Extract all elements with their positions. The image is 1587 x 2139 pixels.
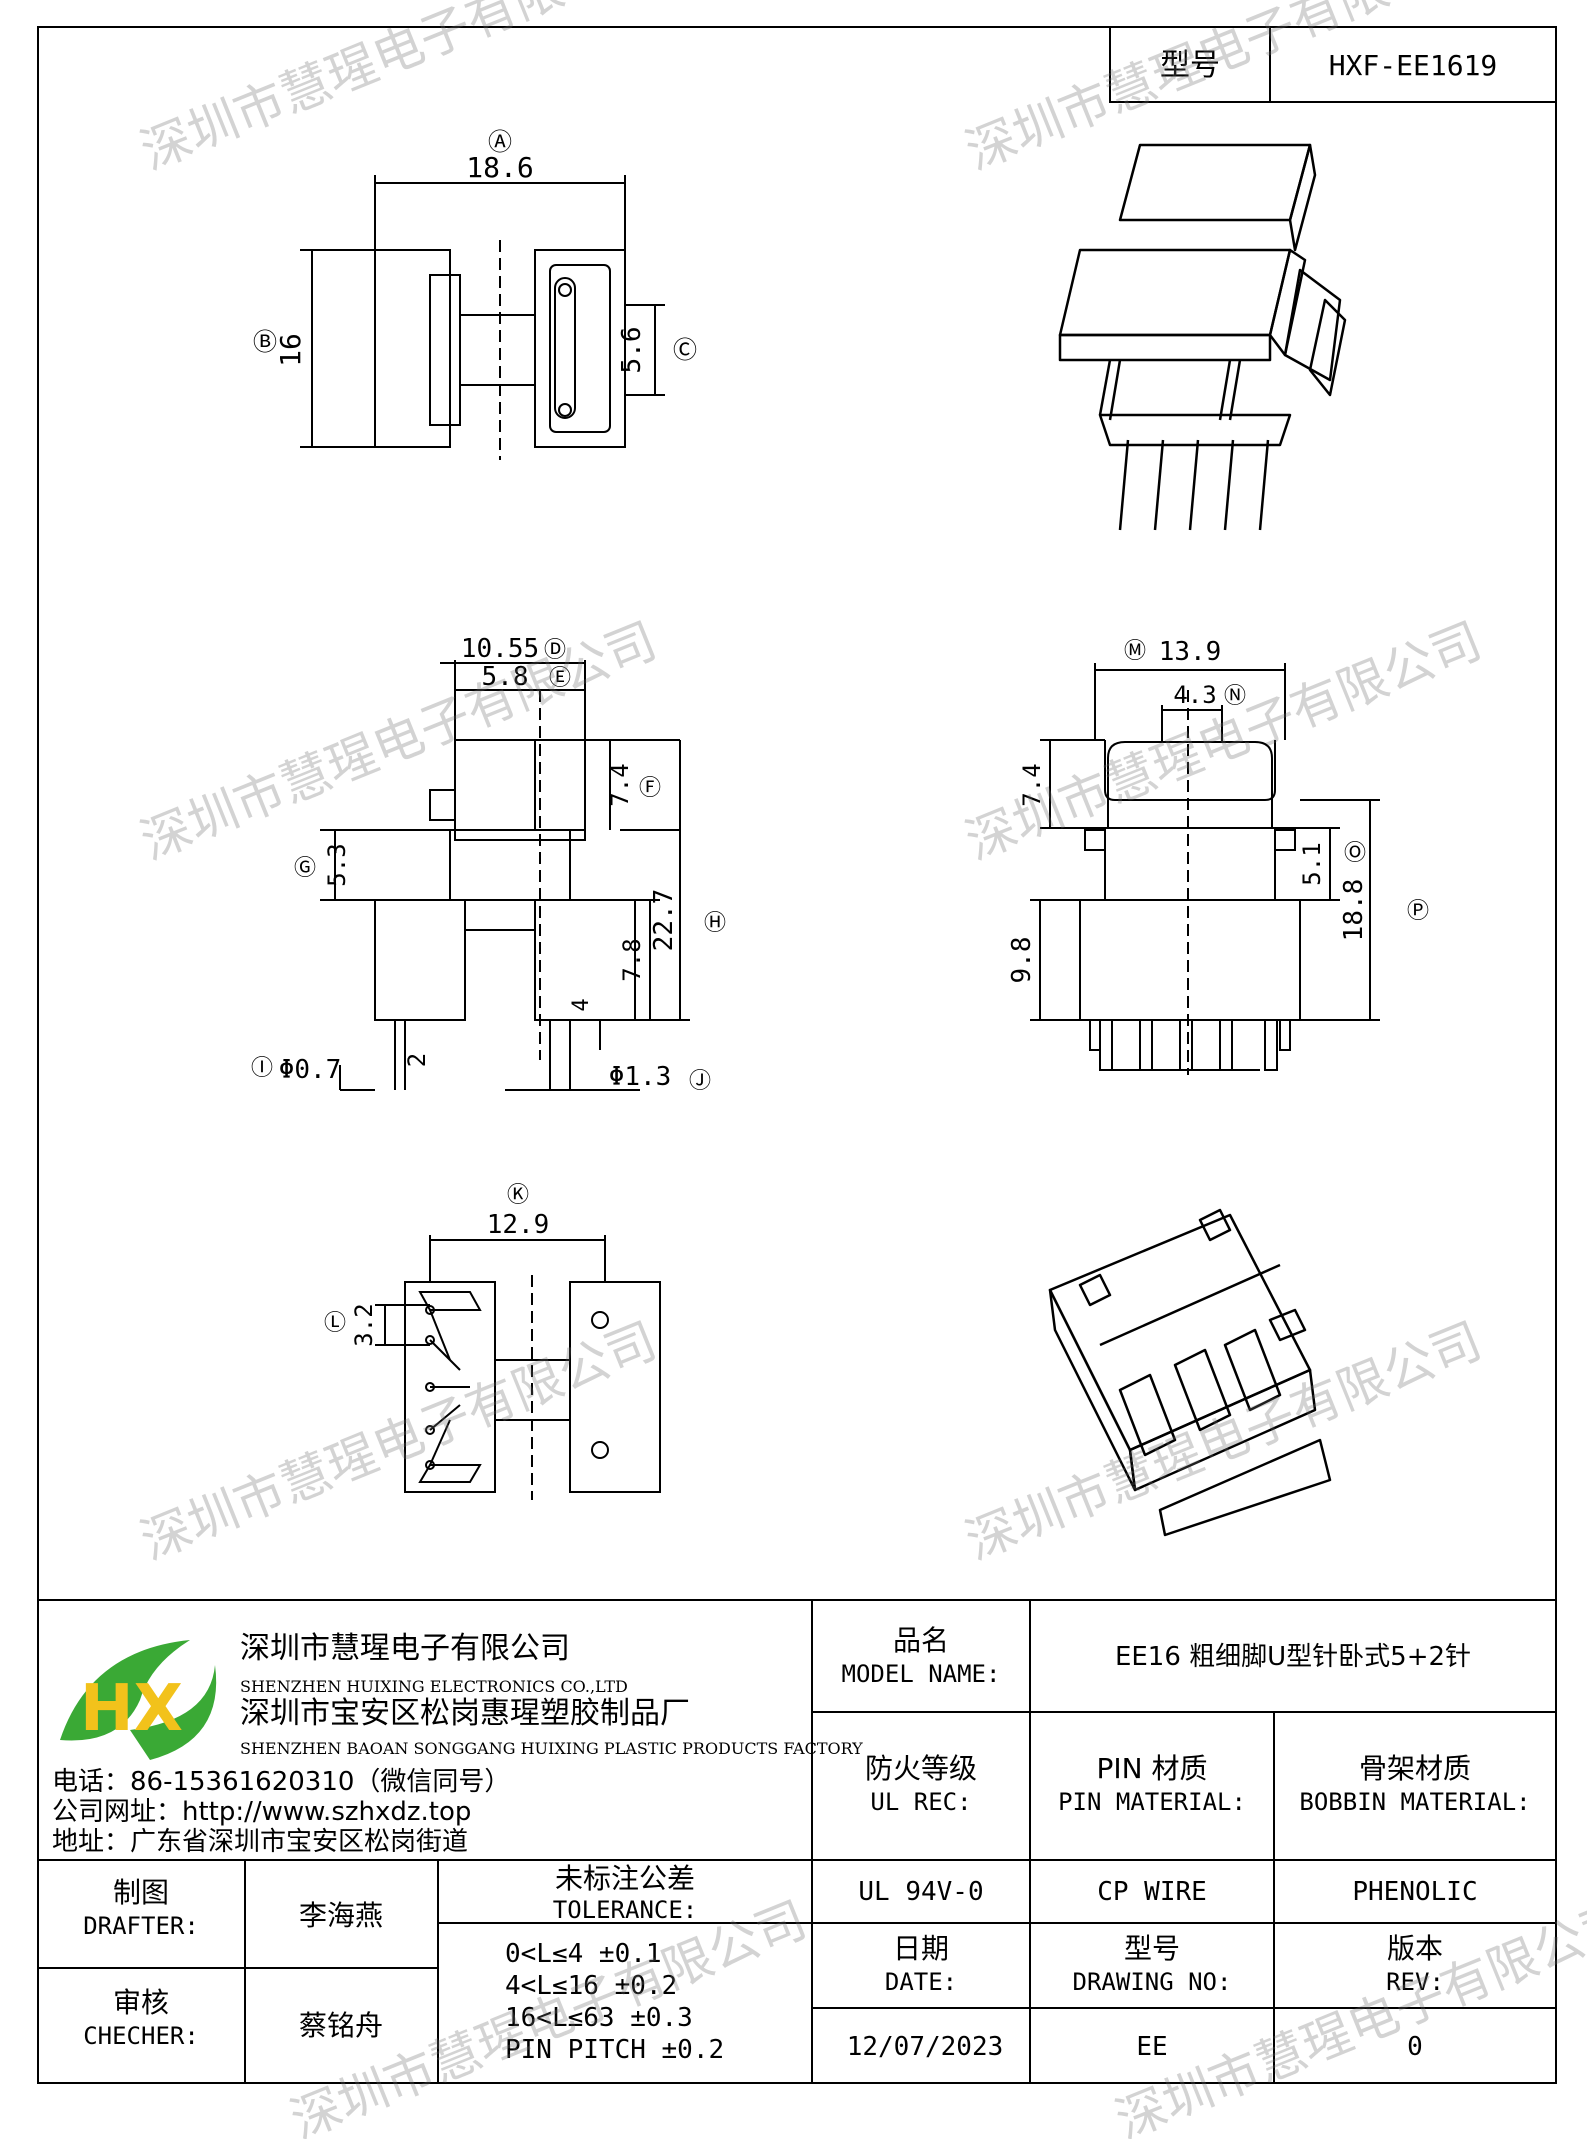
date-cn: 日期 (893, 1932, 949, 1965)
dim-Q-value: 7.4 (1018, 763, 1046, 806)
company-phone: 电话：86-15361620310（微信同号） (52, 1767, 510, 1797)
dim-A-value: 18.6 (466, 151, 533, 184)
dim-C-marker: Ⓒ (673, 336, 697, 364)
dim-B-marker: Ⓑ (253, 328, 277, 356)
factory-name-cn: 深圳市宝安区松岗惠瑆塑胶制品厂 (240, 1696, 690, 1731)
drawing-no-value: EE (1136, 2032, 1167, 2062)
tolerance-line-1: 0<L≤4 ±0.1 (505, 1939, 662, 1969)
model-name-cn: 品名 (893, 1624, 949, 1657)
dim-E-marker: Ⓔ (549, 666, 571, 691)
dim-M-marker: Ⓜ (1124, 639, 1146, 664)
dim-F-marker: Ⓕ (639, 776, 661, 801)
dim-A-marker: Ⓐ (488, 128, 512, 156)
dim-O-value: 5.1 (1298, 842, 1326, 885)
dim-L-value: 3.2 (350, 1303, 378, 1346)
drawing-no-cn: 型号 (1124, 1932, 1180, 1965)
view-bottom (375, 1235, 661, 1500)
dim-K-marker: Ⓚ (507, 1183, 529, 1208)
ul-rec-cn: 防火等级 (865, 1752, 977, 1785)
header-model-value: HXF-EE1619 (1329, 49, 1498, 82)
ul-rec-en: UL REC: (870, 1788, 971, 1816)
dim-H-marker: Ⓗ (704, 911, 726, 936)
dim-O-marker: Ⓞ (1344, 841, 1366, 866)
rev-en: REV: (1386, 1968, 1444, 1996)
pin-material-cn: PIN 材质 (1097, 1752, 1208, 1785)
rev-cn: 版本 (1387, 1932, 1443, 1965)
dim-G-value: 5.3 (323, 843, 351, 886)
drafter-cn: 制图 (113, 1876, 169, 1909)
drafter-en: DRAFTER: (83, 1912, 199, 1940)
dim-base-value: 9.8 (1007, 937, 1037, 984)
company-address: 地址：广东省深圳市宝安区松岗街道 (52, 1827, 468, 1857)
dim-J-marker: Ⓙ (689, 1069, 711, 1094)
dim-L-marker: Ⓛ (324, 1311, 346, 1336)
drafter-name: 李海燕 (299, 1899, 383, 1932)
dim-C-value: 5.6 (617, 327, 647, 374)
model-name-en: MODEL NAME: (842, 1660, 1001, 1688)
watermark: 深圳市慧瑆电子有限公司 (958, 1311, 1490, 1571)
tolerance-en: TOLERANCE: (553, 1896, 698, 1924)
dim-H-value: 22.7 (649, 889, 679, 952)
rev-value: 0 (1407, 2032, 1423, 2062)
dim-F-value: 7.4 (606, 763, 634, 806)
view-front-right (1030, 663, 1380, 1075)
dim-H2-value: 7.8 (618, 938, 646, 981)
dim-J-value: Φ1.3 (609, 1062, 672, 1092)
company-logo: HX (60, 1640, 217, 1760)
title-block-grid (38, 1599, 1556, 2083)
bobbin-material-en: BOBBIN MATERIAL: (1299, 1788, 1530, 1816)
dim-N-value: 4.3 (1173, 681, 1216, 709)
company-website: 公司网址：http://www.szhxdz.top (52, 1797, 471, 1827)
header-box (1109, 26, 1557, 103)
dim-small-value: 4 (569, 998, 594, 1011)
checker-name: 蔡铭舟 (299, 2009, 383, 2042)
watermark: 深圳市慧瑆电子有限公司 (1108, 1890, 1587, 2139)
tolerance-line-2: 4<L≤16 ±0.2 (505, 1971, 677, 2001)
sheet-border (37, 26, 1557, 2084)
watermark: 深圳市慧瑆电子有限公司 (958, 611, 1490, 871)
logo-text: HX (80, 1672, 183, 1746)
dim-E-value: 5.8 (482, 662, 529, 692)
dim-P-value: 18.8 (1339, 879, 1369, 942)
dim-D-marker: Ⓓ (544, 638, 566, 663)
dim-P-marker: Ⓟ (1407, 899, 1429, 924)
dim-B-value: 16 (274, 333, 307, 367)
tolerance-line-4: PIN PITCH ±0.2 (505, 2035, 724, 2065)
drawing-no-en: DRAWING NO: (1073, 1968, 1232, 1996)
tolerance-cn: 未标注公差 (555, 1862, 695, 1895)
dim-N-marker: Ⓝ (1224, 684, 1246, 709)
view-iso-top (1058, 143, 1347, 531)
pin-value: CP WIRE (1097, 1877, 1207, 1907)
checker-cn: 审核 (113, 1986, 169, 2019)
header-model-label: 型号 (1160, 48, 1220, 83)
company-name-en: SHENZHEN HUIXING ELECTRONICS CO.,LTD (240, 1677, 628, 1696)
model-name-value: EE16 粗细脚U型针卧式5+2针 (1115, 1642, 1471, 1672)
dim-D-value: 10.55 (461, 634, 539, 664)
view-front-top (300, 175, 665, 460)
watermark: 深圳市慧瑆电子有限公司 (133, 1311, 665, 1571)
tolerance-line-3: 16<L≤63 ±0.3 (505, 2003, 693, 2033)
dim-K-value: 12.9 (487, 1210, 550, 1240)
dim-I-value: Φ0.7 (279, 1055, 342, 1085)
bobbin-material-cn: 骨架材质 (1359, 1752, 1471, 1785)
checker-en: CHECHER: (83, 2022, 199, 2050)
ul-value: UL 94V-0 (858, 1877, 983, 1907)
dim-M-value: 13.9 (1159, 637, 1222, 667)
dim-pin-length: 2 (403, 1053, 431, 1067)
date-en: DATE: (885, 1968, 957, 1996)
dim-I-marker: Ⓘ (251, 1056, 273, 1081)
dim-G-marker: Ⓖ (294, 856, 316, 881)
company-name-cn: 深圳市慧瑆电子有限公司 (240, 1631, 570, 1666)
bobbin-value: PHENOLIC (1352, 1877, 1477, 1907)
view-iso-bottom (1048, 1208, 1332, 1537)
date-value: 12/07/2023 (847, 2032, 1004, 2062)
factory-name-en: SHENZHEN BAOAN SONGGANG HUIXING PLASTIC … (240, 1739, 863, 1758)
view-side (320, 660, 690, 1091)
pin-material-en: PIN MATERIAL: (1058, 1788, 1246, 1816)
